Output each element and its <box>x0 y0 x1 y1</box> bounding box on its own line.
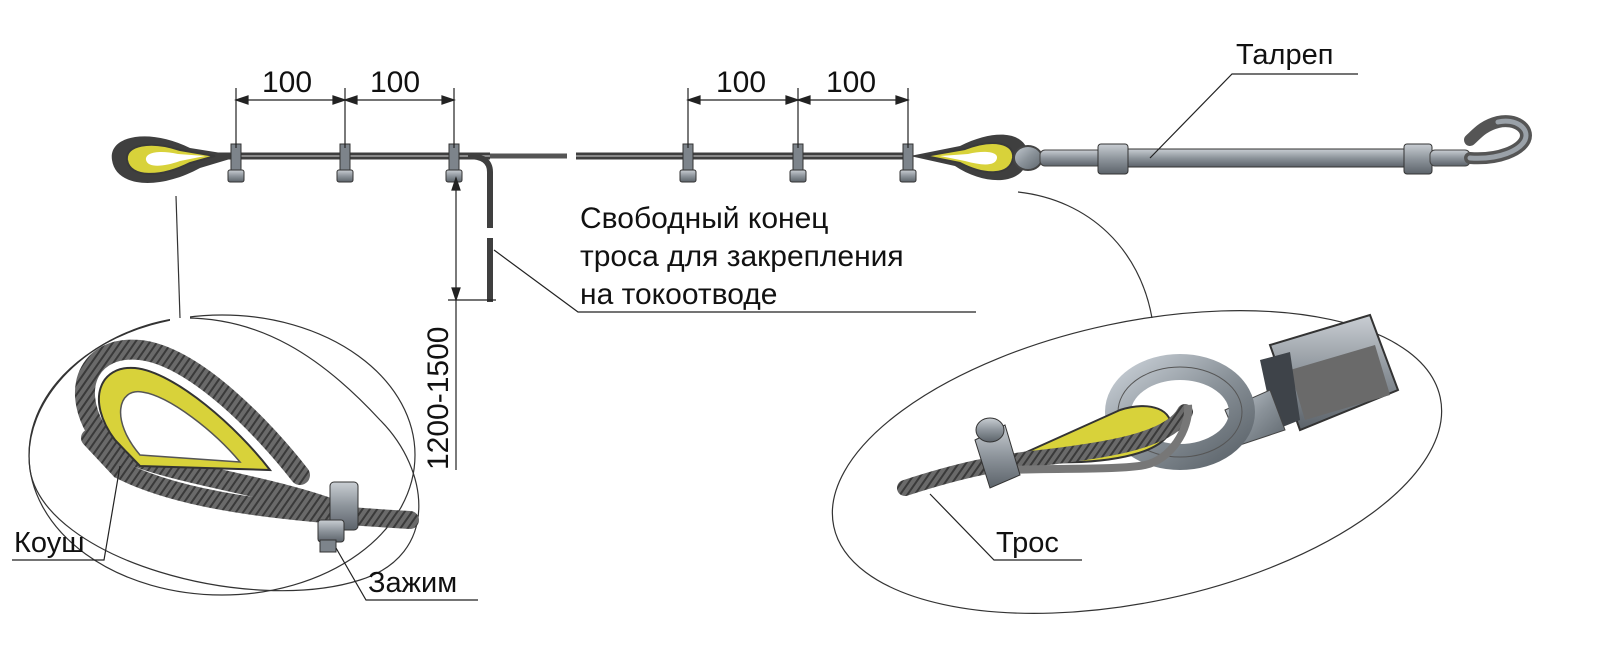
free-end-line-2: троса для закрепления <box>580 240 904 273</box>
clamp-leader <box>335 547 478 601</box>
clamp <box>789 143 807 183</box>
left-detail-callout <box>28 190 420 596</box>
turnbuckle <box>1013 115 1532 175</box>
clamp <box>679 143 697 183</box>
drop-length-label: 1200-1500 <box>422 327 455 470</box>
dimension-lines <box>234 88 910 470</box>
clamp <box>899 143 917 183</box>
dimension-label: 100 <box>716 66 766 99</box>
cable-leader <box>929 493 1082 561</box>
free-end-line-1: Свободный конец <box>580 202 828 235</box>
thimble-leader <box>12 465 121 561</box>
dimension-label: 100 <box>262 66 312 99</box>
clamp-label: Зажим <box>368 567 457 599</box>
free-end-line-3: на токоотводе <box>580 278 777 311</box>
turnbuckle-leader <box>1149 73 1358 159</box>
dimension-label: 100 <box>826 66 876 99</box>
dimension-label: 100 <box>370 66 420 99</box>
free-end-leader <box>493 249 976 313</box>
cable-label: Трос <box>996 527 1059 559</box>
cable-clamps <box>227 143 917 183</box>
left-thimble <box>111 136 240 183</box>
clamp <box>445 143 463 183</box>
thimble-label: Коуш <box>14 527 84 559</box>
clamp <box>336 143 354 183</box>
right-detail-callout <box>831 191 1443 614</box>
free-end-caption: Свободный конец троса для закрепления на… <box>493 202 976 313</box>
right-thimble <box>910 134 1029 181</box>
turnbuckle-label: Талреп <box>1236 39 1333 71</box>
clamp <box>227 143 245 183</box>
